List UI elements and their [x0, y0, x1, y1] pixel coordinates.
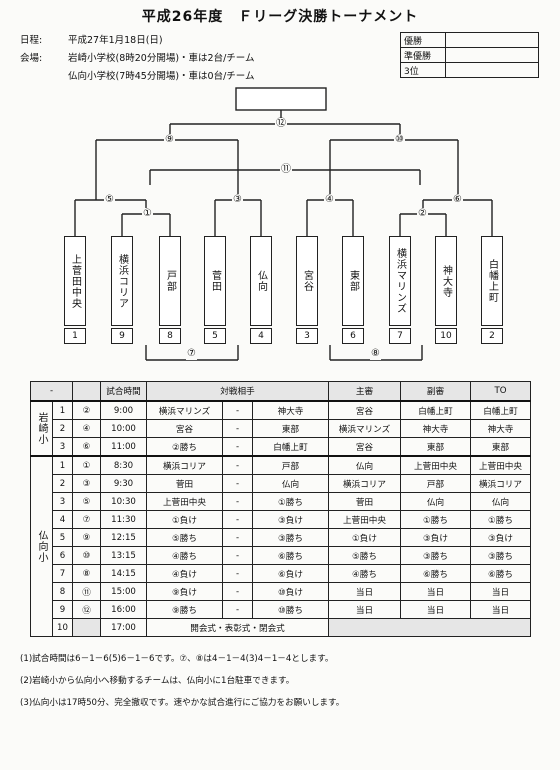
- champion-box: [235, 87, 327, 111]
- header-to: TO: [470, 381, 531, 402]
- note-2: (2)岩崎小から仏向小へ移動するチームは、仏向小に1台駐車できます。: [20, 676, 295, 686]
- team-box: 仏向: [250, 236, 272, 326]
- match-label-2: ②: [417, 208, 428, 220]
- team-box: 戸部: [159, 236, 181, 326]
- table-row: 10 17:00 開会式・表彰式・閉会式: [31, 618, 531, 637]
- team-box: 神大寺: [435, 236, 457, 326]
- notes: (1)試合時間は6－1－6(5)6－1－6です。⑦、⑧は4－1－4(3)4－1－…: [20, 648, 344, 714]
- ceremony-cell: 開会式・表彰式・閉会式: [146, 618, 329, 637]
- match-label-10: ⑩: [394, 134, 405, 146]
- team-box: 菅田: [204, 236, 226, 326]
- date-label: 日程:: [20, 35, 43, 46]
- header-venue: -: [30, 381, 73, 402]
- venue-line-2: 仏向小学校(7時45分開場)・車は0台/チーム: [68, 71, 255, 82]
- header-time: 試合時間: [100, 381, 147, 402]
- match-label-7: ⑦: [186, 348, 197, 360]
- header-assistant: 副審: [400, 381, 471, 402]
- match-label-8: ⑧: [370, 348, 381, 360]
- note-3: (3)仏向小は17時50分、完全撤収です。速やかな試合進行にご協力をお願いします…: [20, 698, 345, 708]
- team-box: 上菅田中央: [64, 236, 86, 326]
- rank-value-2: [445, 47, 539, 63]
- team-box: 横浜コリア: [111, 236, 133, 326]
- team-number: 3: [296, 328, 318, 344]
- match-label-9: ⑨: [164, 134, 175, 146]
- rank-value-1: [445, 32, 539, 48]
- venue-label: 会場:: [20, 53, 43, 64]
- team-number: 4: [250, 328, 272, 344]
- team-box: 横浜マリンズ: [389, 236, 411, 326]
- ranking-table: 優勝 準優勝 3位: [400, 32, 539, 78]
- team-number: 10: [435, 328, 457, 344]
- rank-value-3: [445, 62, 539, 78]
- rank-label-2: 準優勝: [400, 47, 446, 63]
- match-label-1: ①: [142, 208, 153, 220]
- schedule-header-row: - 試合時間 対戦相手 主審 副審 TO: [30, 381, 531, 402]
- team-number: 6: [342, 328, 364, 344]
- match-label-12: ⑫: [275, 118, 287, 130]
- venue-iwasaki: 岩崎小: [30, 400, 53, 457]
- venue-butsuko: 仏向小: [30, 455, 53, 637]
- rank-label-3: 3位: [400, 62, 446, 78]
- header-referee: 主審: [328, 381, 401, 402]
- date-value: 平成27年1月18日(日): [68, 35, 163, 46]
- match-label-4: ④: [324, 194, 335, 206]
- team-box: 東部: [342, 236, 364, 326]
- page-title: 平成26年度 Ｆリーグ決勝トーナメント: [141, 9, 419, 25]
- team-number: 2: [481, 328, 503, 344]
- match-label-5: ⑤: [104, 194, 115, 206]
- match-label-11: ⑪: [280, 164, 292, 176]
- header-opponents: 対戦相手: [146, 381, 329, 402]
- venue-line-1: 岩崎小学校(8時20分開場)・車は2台/チーム: [68, 53, 255, 64]
- team-number: 9: [111, 328, 133, 344]
- rank-label-1: 優勝: [400, 32, 446, 48]
- note-1: (1)試合時間は6－1－6(5)6－1－6です。⑦、⑧は4－1－4(3)4－1－…: [20, 654, 334, 664]
- team-number: 7: [389, 328, 411, 344]
- match-label-3: ③: [232, 194, 243, 206]
- match-label-6: ⑥: [452, 194, 463, 206]
- team-box: 宮谷: [296, 236, 318, 326]
- team-box: 白幡上町: [481, 236, 503, 326]
- team-number: 1: [64, 328, 86, 344]
- team-number: 5: [204, 328, 226, 344]
- team-number: 8: [159, 328, 181, 344]
- header-match: [72, 381, 101, 402]
